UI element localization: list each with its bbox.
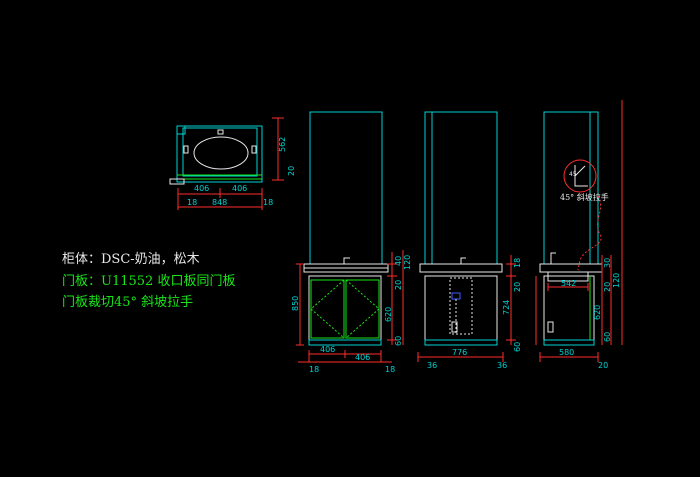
plan-right-marker (251, 145, 257, 154)
front-plinth (308, 339, 382, 346)
front-tall-panel (309, 111, 383, 265)
side-cabinet-body (424, 275, 498, 341)
section-dimensions (535, 100, 623, 362)
plan-dim-side-right: 18 (263, 198, 273, 207)
section-countertop (539, 263, 603, 273)
section-dim-depth: 542 (561, 279, 576, 288)
plan-handle (169, 178, 185, 185)
front-dim-base: 60 (394, 336, 403, 346)
side-dim-height: 724 (502, 300, 511, 315)
side-pipe-marker (451, 292, 461, 300)
section-dim-inner: 580 (559, 348, 574, 357)
side-dimensions (417, 255, 516, 362)
basin-icon (193, 136, 249, 170)
front-faucet-icon (343, 257, 350, 264)
front-dim-height: 850 (291, 296, 300, 311)
side-dim-s1: 36 (427, 361, 437, 370)
plan-left-marker (183, 145, 189, 154)
side-plinth (424, 339, 498, 346)
section-drain (547, 321, 554, 333)
handle-detail-mark: 45 (569, 171, 577, 178)
faucet-icon (217, 129, 224, 135)
front-cabinet-body (308, 275, 382, 341)
side-tall-panel (424, 111, 498, 265)
handle-callout-label: 45° 斜坡拉手 (560, 192, 609, 202)
front-view (303, 111, 389, 346)
side-dim-top1: 18 (513, 258, 522, 268)
front-door-left-swing (310, 279, 345, 339)
front-dim-side-r: 18 (385, 365, 395, 374)
plan-dim-total: 848 (212, 198, 227, 207)
handle-callout-leader (577, 195, 602, 271)
front-dimensions (296, 250, 404, 363)
note-door-handle: 门板裁切45° 斜坡拉手 (62, 295, 194, 310)
front-dim-door-h: 620 (384, 307, 393, 322)
side-dim-width: 776 (452, 348, 467, 357)
front-door-left (310, 279, 345, 339)
plan-notch (177, 126, 186, 135)
side-dim-top2: 20 (513, 282, 522, 292)
front-dim-top: 40 (394, 256, 403, 266)
plan-inner (182, 127, 258, 177)
plan-view (169, 125, 263, 185)
front-dim-gap: 20 (394, 280, 403, 290)
section-dim-s20: 20 (603, 282, 612, 292)
section-dim-top2: 120 (612, 273, 621, 288)
front-dim-left-w: 406 (320, 345, 335, 354)
side-faucet-icon (460, 257, 466, 264)
front-dim-top2: 120 (403, 255, 412, 270)
section-faucet-icon (550, 252, 556, 264)
plan-dim-w1: 406 (194, 184, 209, 193)
plan-dim-back: 20 (287, 166, 296, 176)
handle-detail-circle (563, 159, 597, 193)
side-plumbing (449, 277, 473, 335)
section-view (539, 111, 603, 346)
side-dim-s2: 36 (497, 361, 507, 370)
section-dim-base: 60 (603, 332, 612, 342)
side-dim-base: 60 (513, 342, 522, 352)
handle-detail-profile (574, 165, 588, 187)
side-view (419, 111, 503, 346)
front-dim-right-w: 406 (355, 353, 370, 362)
section-dim-door: 620 (593, 305, 602, 320)
plan-dim-side-left: 18 (187, 198, 197, 207)
plan-dim-w2: 406 (232, 184, 247, 193)
plan-dimensions (177, 117, 284, 210)
note-door-panel: 门板：U11552 收口板同门板 (62, 274, 236, 289)
section-dim-back: 20 (598, 361, 608, 370)
plan-dim-depth: 562 (278, 137, 287, 152)
front-dim-side-l: 18 (309, 365, 319, 374)
front-door-right (345, 279, 380, 339)
side-countertop (419, 263, 503, 273)
section-dim-top: 30 (603, 258, 612, 268)
front-door-right-swing (345, 279, 380, 339)
note-cabinet-body: 柜体：DSC-奶油，松木 (62, 252, 200, 267)
section-plinth (543, 339, 595, 346)
plan-outline (176, 125, 263, 183)
side-drain (451, 321, 458, 333)
